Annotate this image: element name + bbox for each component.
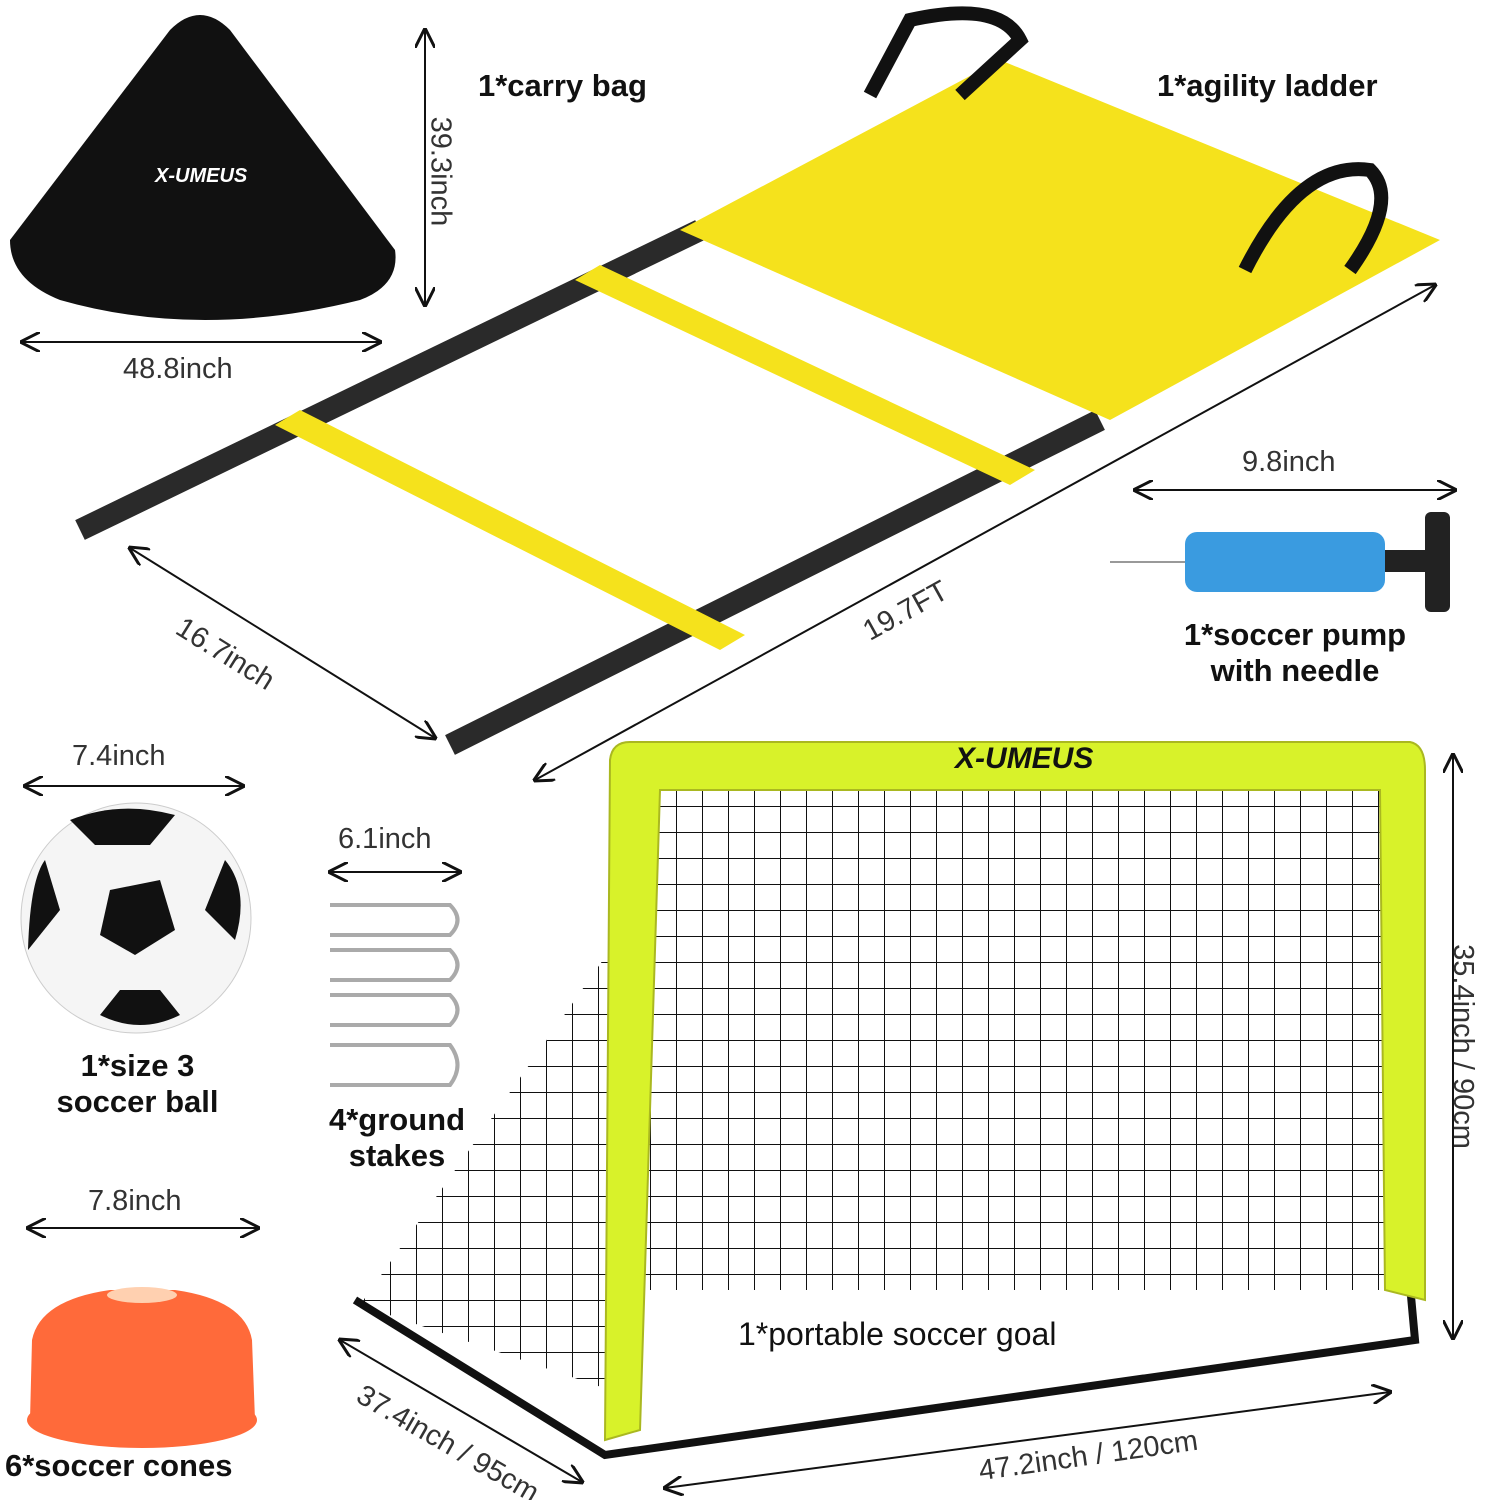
- goal-height: 35.4inch / 90cm: [1446, 944, 1479, 1149]
- carry-bag-width: 48.8inch: [123, 353, 233, 385]
- bag-logo: X-UMEUS: [155, 165, 248, 187]
- ball-diameter: 7.4inch: [72, 740, 166, 772]
- carry-bag: [10, 15, 396, 320]
- ground-stakes: [330, 903, 460, 1087]
- cones-label: 6*soccer cones: [5, 1448, 233, 1483]
- soccer-pump: [1110, 512, 1450, 612]
- stakes-length: 6.1inch: [338, 823, 432, 855]
- cones-diameter: 7.8inch: [88, 1185, 182, 1217]
- dimension-arrows: [22, 30, 1455, 1488]
- soccer-ball: [20, 802, 252, 1034]
- soccer-cones: [27, 1287, 257, 1448]
- ball-label: 1*size 3 soccer ball: [56, 1048, 219, 1119]
- agility-ladder: [75, 6, 1440, 755]
- carry-bag-height: 39.3inch: [424, 116, 457, 227]
- agility-ladder-label: 1*agility ladder: [1157, 68, 1378, 103]
- carry-bag-label: 1*carry bag: [478, 68, 647, 103]
- goal-label: 1*portable soccer goal: [738, 1316, 1057, 1352]
- soccer-goal: [352, 741, 1426, 1460]
- stakes-label: 4*ground stakes: [328, 1102, 466, 1173]
- pump-label: 1*soccer pump with needle: [1183, 617, 1407, 688]
- goal-logo: X-UMEUS: [955, 742, 1094, 775]
- pump-length: 9.8inch: [1242, 446, 1336, 478]
